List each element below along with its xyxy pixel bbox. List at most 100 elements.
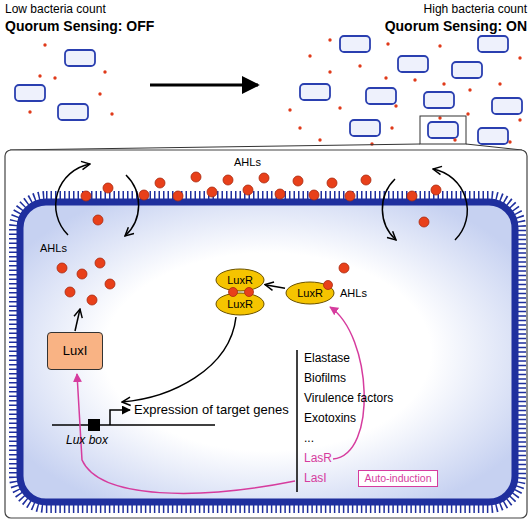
ahl-molecules (361, 175, 371, 185)
ahl-molecules (419, 217, 429, 227)
synthase-box: LuxI (47, 332, 103, 370)
protein-ellipse: LuxR (285, 281, 335, 305)
ahl-molecules (207, 187, 217, 197)
ahl-molecules (431, 185, 441, 195)
signal-dots-low (98, 92, 101, 95)
ahl-molecules (327, 178, 337, 188)
dna-promoter (52, 424, 215, 426)
signal-dots-high (338, 106, 341, 109)
panel-heading: Quorum Sensing: ON (385, 18, 527, 34)
signal-dots-low (28, 110, 31, 113)
signal-dots-high (453, 138, 456, 141)
high-density-bacteria (300, 84, 330, 100)
high-density-bacteria (398, 56, 428, 72)
panel-heading: High bacteria count (424, 3, 527, 17)
dna-promoter (110, 410, 130, 425)
low-density-bacteria (15, 50, 95, 120)
autoinduction-arrows (77, 374, 295, 493)
signal-dots-high (438, 44, 441, 47)
ellipse-outline (216, 269, 264, 291)
high-density-bacteria (428, 122, 458, 138)
protein-ellipse: LuxR (215, 292, 265, 316)
bound-ahl-molecules (324, 281, 333, 290)
high-density-bacteria (492, 98, 522, 114)
zoom-panel (5, 150, 527, 518)
process-label: Expression of target genes (134, 403, 289, 418)
zoom-frame (10, 116, 522, 150)
ahl-molecules (103, 183, 113, 193)
ahl-molecules (191, 172, 201, 182)
ahl-molecules (173, 191, 183, 201)
high-density-bacteria (452, 62, 482, 78)
high-density-bacteria (340, 36, 370, 52)
gene-item: Biofilms (304, 372, 346, 386)
high-density-bacteria (300, 36, 522, 144)
signal-dots-high (358, 64, 361, 67)
connector-arrow (265, 285, 285, 289)
bound-ahl-molecules (229, 288, 238, 297)
panel-heading: Quorum Sensing: OFF (5, 18, 154, 34)
bound-ahl-molecules (229, 281, 333, 297)
zoom-frame (10, 144, 420, 150)
diffusion-arrows (122, 317, 236, 402)
zoom-frame (466, 144, 522, 150)
ahl-molecules (93, 215, 103, 225)
signal-dots-high (328, 70, 331, 73)
node-text: LuxR (227, 298, 253, 310)
panel-heading: Low bacteria count (5, 3, 106, 17)
ahl-molecules (259, 173, 269, 183)
gene-item: Elastase (304, 352, 350, 366)
diffusion-arrows (433, 169, 467, 240)
low-density-bacteria (65, 50, 95, 66)
gene-list-bar (296, 350, 298, 492)
signal-dots-high (288, 38, 521, 145)
signal-dots-low (103, 70, 106, 73)
zoom-frame (420, 116, 466, 144)
high-density-bacteria (366, 88, 396, 104)
gene-item: Virulence factors (304, 392, 393, 406)
signal-dots-high (498, 82, 501, 85)
signal-dots-high (518, 118, 521, 121)
signal-dots-low (53, 76, 56, 79)
low-density-bacteria (15, 85, 45, 101)
bacterial-cell (14, 196, 521, 508)
signal-dots-high (413, 78, 416, 81)
ahl-molecules (345, 191, 355, 201)
node-text: Auto-induction (364, 473, 431, 485)
ahl-molecules (105, 279, 115, 289)
ahl-molecules (155, 178, 165, 188)
signal-dots-low (43, 43, 46, 46)
ahl-molecules (223, 175, 233, 185)
diffusion-arrows (56, 164, 468, 402)
high-density-bacteria (478, 36, 508, 52)
node-text: LuxR (227, 274, 253, 286)
diffusion-arrows (75, 309, 80, 331)
signal-dots-high (508, 140, 511, 143)
signal-dots-high (438, 116, 441, 119)
ahl-molecules (139, 190, 149, 200)
signal-dots-high (308, 54, 311, 57)
node-text: LuxI (63, 344, 88, 358)
ahl-molecules (57, 172, 441, 305)
signal-dots-low (110, 112, 113, 115)
diffusion-arrows (125, 175, 139, 236)
ahl-molecules (81, 191, 91, 201)
ahl-molecules (243, 185, 253, 195)
signal-dots-high (386, 42, 389, 45)
signal-dots-high (394, 104, 397, 107)
molecule-label: AHLs (234, 156, 261, 169)
signal-dots-high (518, 56, 521, 59)
ahl-molecules (77, 269, 87, 279)
ahl-molecules (95, 258, 105, 268)
signal-dots-high (468, 88, 471, 91)
dna-promoter (88, 419, 100, 431)
ahl-molecules (309, 190, 319, 200)
molecule-label: AHLs (340, 287, 367, 300)
ahl-molecules (293, 176, 303, 186)
bound-ahl-molecules (245, 288, 254, 297)
signal-dots-high (384, 76, 387, 79)
note-box: Auto-induction (358, 470, 438, 487)
signal-dots-high (298, 126, 301, 129)
